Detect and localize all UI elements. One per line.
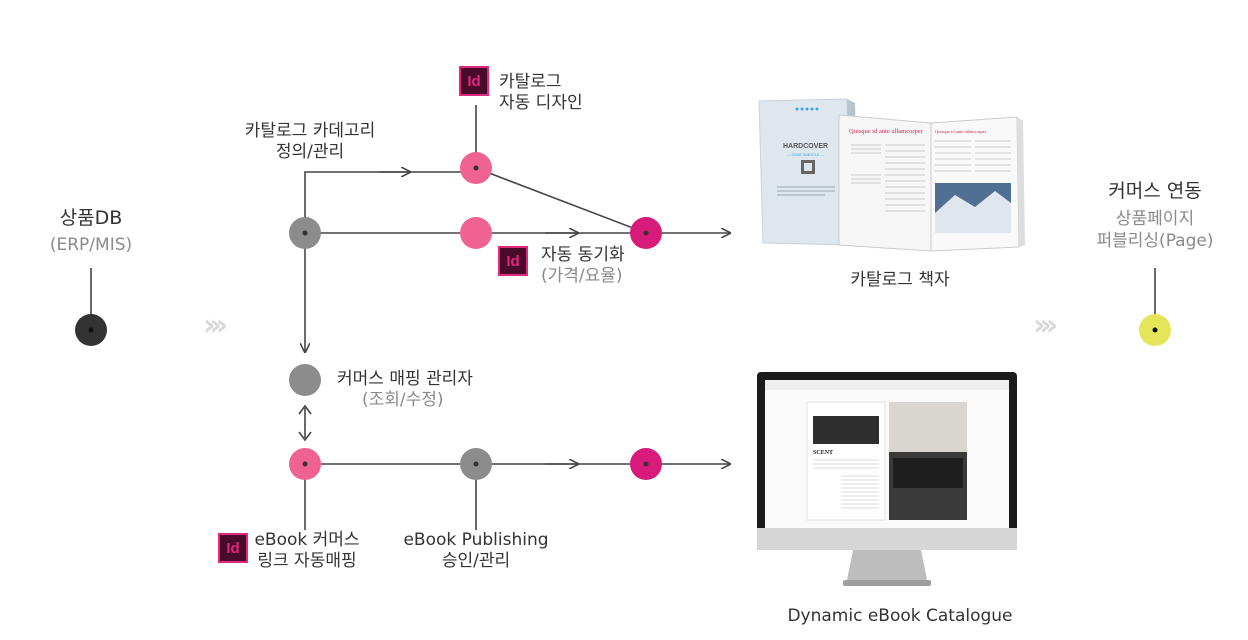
indesign-icon: Id: [498, 246, 528, 276]
commerce-mgr-label-2: (조회/수정): [362, 390, 444, 410]
design-label-1: 카탈로그: [499, 72, 562, 92]
target-line1: 상품페이지: [1115, 209, 1195, 229]
ebook-monitor-image: SCENT: [757, 372, 1017, 586]
page-heading-right: Quisque id ante ullamcorper: [935, 129, 987, 134]
cover-title: HARDCOVER: [783, 143, 828, 150]
catalog-book-label: 카탈로그 책자: [850, 270, 950, 290]
ebook-label: Dynamic eBook Catalogue: [787, 606, 1013, 626]
category-to-design: [304, 171, 476, 233]
sync-node: [460, 217, 492, 249]
source-subtitle: (ERP/MIS): [49, 235, 133, 255]
design-label-2: 자동 디자인: [499, 93, 583, 113]
publishing-label-1: eBook Publishing: [403, 530, 549, 550]
indesign-icon: Id: [459, 66, 489, 96]
source-title: 상품DB: [59, 207, 123, 229]
screen-heading: SCENT: [813, 450, 833, 456]
sync-label-1: 자동 동기화: [541, 245, 625, 265]
cover-subtitle: — SOME SUBTITLE —: [787, 153, 824, 157]
category-label-1: 카탈로그 카데고리: [244, 121, 376, 141]
publishing-label-2: 승인/관리: [441, 551, 511, 571]
ebook-link-label-1: eBook 커머스: [254, 530, 360, 550]
target-line2: 퍼블리싱(Page): [1096, 231, 1214, 251]
catalog-book-image: HARDCOVER — SOME SUBTITLE — Quisque id a…: [758, 98, 1025, 252]
design-to-merge: [475, 167, 647, 234]
page-heading-left: Quisque id ante ullamcorper: [849, 128, 924, 135]
chevron-right-icon: ›››: [1033, 308, 1058, 343]
category-label-2: 정의/관리: [275, 142, 345, 162]
chevron-right-icon: ›››: [203, 308, 228, 343]
commerce-mgr-node: [289, 364, 321, 396]
commerce-mgr-label-1: 커머스 매핑 관리자: [337, 369, 473, 389]
sync-label-2: (가격/요율): [541, 266, 623, 286]
indesign-icon: Id: [218, 533, 248, 563]
ebook-link-label-2: 링크 자동매핑: [257, 551, 357, 571]
target-title: 커머스 연동: [1108, 180, 1202, 202]
